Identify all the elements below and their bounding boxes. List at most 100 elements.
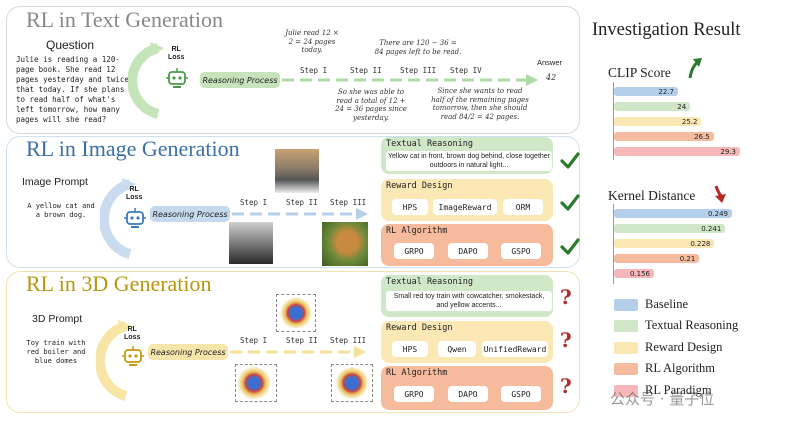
watermark: 公众号 · 量子位: [610, 390, 715, 408]
check-icon: [560, 194, 580, 211]
clip-bar-rl-algorithm: 26.5: [614, 132, 714, 141]
text-steps-arrow: [282, 74, 538, 86]
answer-value: 42: [546, 73, 557, 82]
robot-icon: [166, 68, 188, 88]
3d-reward-chip-hps: HPS: [392, 341, 428, 357]
legend-swatch-baseline: [614, 299, 638, 311]
legend-swatch-reward: [614, 342, 638, 354]
kernel-chart-axis: [613, 204, 614, 284]
robot-icon: [124, 208, 146, 228]
rl-loss-label: RL Loss: [124, 326, 141, 341]
image-prompt-label: Image Prompt: [22, 176, 88, 188]
3d-textual-reasoning-title: Textual Reasoning: [386, 277, 473, 287]
clip-score-label: CLIP Score: [608, 65, 671, 80]
clip-bar-reward-design: 25.2: [614, 117, 702, 126]
image-rl-algorithm-title: RL Algorithm: [386, 226, 448, 236]
reasoning-process-box: Reasoning Process: [150, 206, 230, 222]
3d-step-1: Step I: [240, 336, 268, 345]
question-text: Julie is reading a 120-page book. She re…: [16, 55, 129, 124]
3d-prompt-text: Toy train with red boiler and blue domes: [26, 339, 86, 365]
3d-generation-title: RL in 3D Generation: [26, 271, 212, 296]
3d-steps-arrow: [230, 346, 366, 358]
rl-loss-label: RL Loss: [126, 186, 143, 201]
investigation-result-title: Investigation Result: [592, 20, 741, 40]
recycle-arrow-icon: [128, 42, 164, 119]
image-textual-reasoning-title: Textual Reasoning: [386, 139, 473, 149]
text-generation-panel: [6, 6, 580, 134]
text-step-3: Step III: [400, 66, 437, 75]
image-step1-output: [229, 222, 273, 264]
3d-reward-chip-unifiedreward: UnifiedReward: [482, 341, 548, 357]
legend-textual-reasoning: Textual Reasoning: [645, 318, 739, 332]
legend-swatch-textual: [614, 320, 638, 332]
legend-rl-algorithm: RL Algorithm: [645, 361, 716, 375]
image-step-2: Step II: [286, 198, 318, 207]
clip-bar-textual-reasoning: 24: [614, 102, 691, 111]
legend-reward-design: Reward Design: [645, 340, 723, 354]
image-algo-chip-gspo: GSPO: [501, 243, 541, 259]
kernel-bar-baseline: 0.249: [614, 209, 732, 218]
image-generation-panel: [6, 136, 580, 268]
image-reward-design-title: Reward Design: [386, 181, 453, 191]
image-textual-reasoning-text: Yellow cat in front, brown dog behind, c…: [386, 151, 552, 171]
question-label: Question: [46, 38, 95, 52]
image-algo-chip-dapo: DAPO: [448, 243, 488, 259]
question-mark-icon: ?: [560, 374, 572, 398]
3d-prompt-label: 3D Prompt: [32, 313, 83, 325]
text-step-2: Step II: [350, 66, 382, 75]
reasoning-process-box: Reasoning Process: [148, 344, 228, 360]
legend-swatch-paradigm: [614, 385, 638, 397]
text-note-step4: Since she wants to read half of the rema…: [431, 87, 529, 121]
image-step-3: Step III: [330, 198, 367, 207]
text-note-step1: Julie read 12 × 2 = 24 pages today.: [285, 29, 339, 54]
kernel-bar-rl-algorithm: 0.21: [614, 254, 700, 263]
kernel-bar-rl-paradigm: 0.156: [614, 269, 654, 278]
text-step-4: Step IV: [450, 66, 482, 75]
image-step-1: Step I: [240, 198, 268, 207]
clip-chart-axis: [613, 82, 614, 160]
3d-algo-chip-grpo: GRPO: [394, 386, 434, 402]
text-generation-title: RL in Text Generation: [26, 7, 224, 32]
text-note-step3: There are 120 − 36 = 84 pages left to be…: [374, 39, 462, 56]
image-step3-output: [322, 222, 368, 266]
reasoning-process-box: Reasoning Process: [200, 72, 280, 88]
3d-step1-output: [235, 364, 277, 402]
kernel-bar-textual-reasoning: 0.241: [614, 224, 726, 233]
image-reward-chip-orm: ORM: [503, 199, 543, 215]
image-reward-chip-hps: HPS: [392, 199, 428, 215]
image-prompt-text: A yellow cat and a brown dog.: [27, 202, 95, 219]
text-step-1: Step I: [300, 66, 328, 75]
question-mark-icon: ?: [560, 328, 572, 352]
clip-bar-rl-paradigm: 29.3: [614, 147, 740, 156]
question-mark-icon: ?: [560, 285, 572, 309]
recycle-arrow-icon: [100, 178, 136, 259]
arrow-down-icon: [714, 185, 726, 203]
legend-rl-paradigm: RL Paradigm: [645, 383, 712, 397]
robot-icon: [122, 346, 144, 366]
answer-label: Answer: [537, 58, 563, 67]
check-icon: [560, 238, 580, 255]
image-steps-arrow: [232, 208, 368, 220]
3d-algo-chip-dapo: DAPO: [448, 386, 488, 402]
image-reward-chip-imagereward: ImageReward: [433, 199, 497, 215]
image-generation-title: RL in Image Generation: [26, 136, 240, 161]
arrow-up-icon: [688, 58, 702, 79]
rl-loss-label: RL Loss: [168, 46, 185, 61]
image-step2-output: [275, 149, 319, 193]
3d-step3-output: [331, 364, 373, 402]
3d-step-2: Step II: [286, 336, 318, 345]
text-note-step2: So she was able to read a total of 12 + …: [335, 88, 407, 122]
kernel-bar-reward-design: 0.228: [614, 239, 715, 248]
kernel-distance-label: Kernel Distance: [608, 188, 696, 203]
3d-step-3: Step III: [330, 336, 367, 345]
3d-reward-design-title: Reward Design: [386, 323, 453, 333]
3d-reward-chip-qwen: Qwen: [438, 341, 476, 357]
3d-rl-algorithm-title: RL Algorithm: [386, 368, 448, 378]
image-algo-chip-grpo: GRPO: [394, 243, 434, 259]
3d-textual-reasoning-text: Small red toy train with cowcatcher, smo…: [386, 291, 552, 311]
3d-generation-panel: [6, 271, 580, 413]
3d-algo-chip-gspo: GSPO: [501, 386, 541, 402]
3d-step2-output: [276, 294, 316, 332]
clip-bar-baseline: 22.7: [614, 87, 678, 96]
legend-baseline: Baseline: [645, 297, 689, 311]
